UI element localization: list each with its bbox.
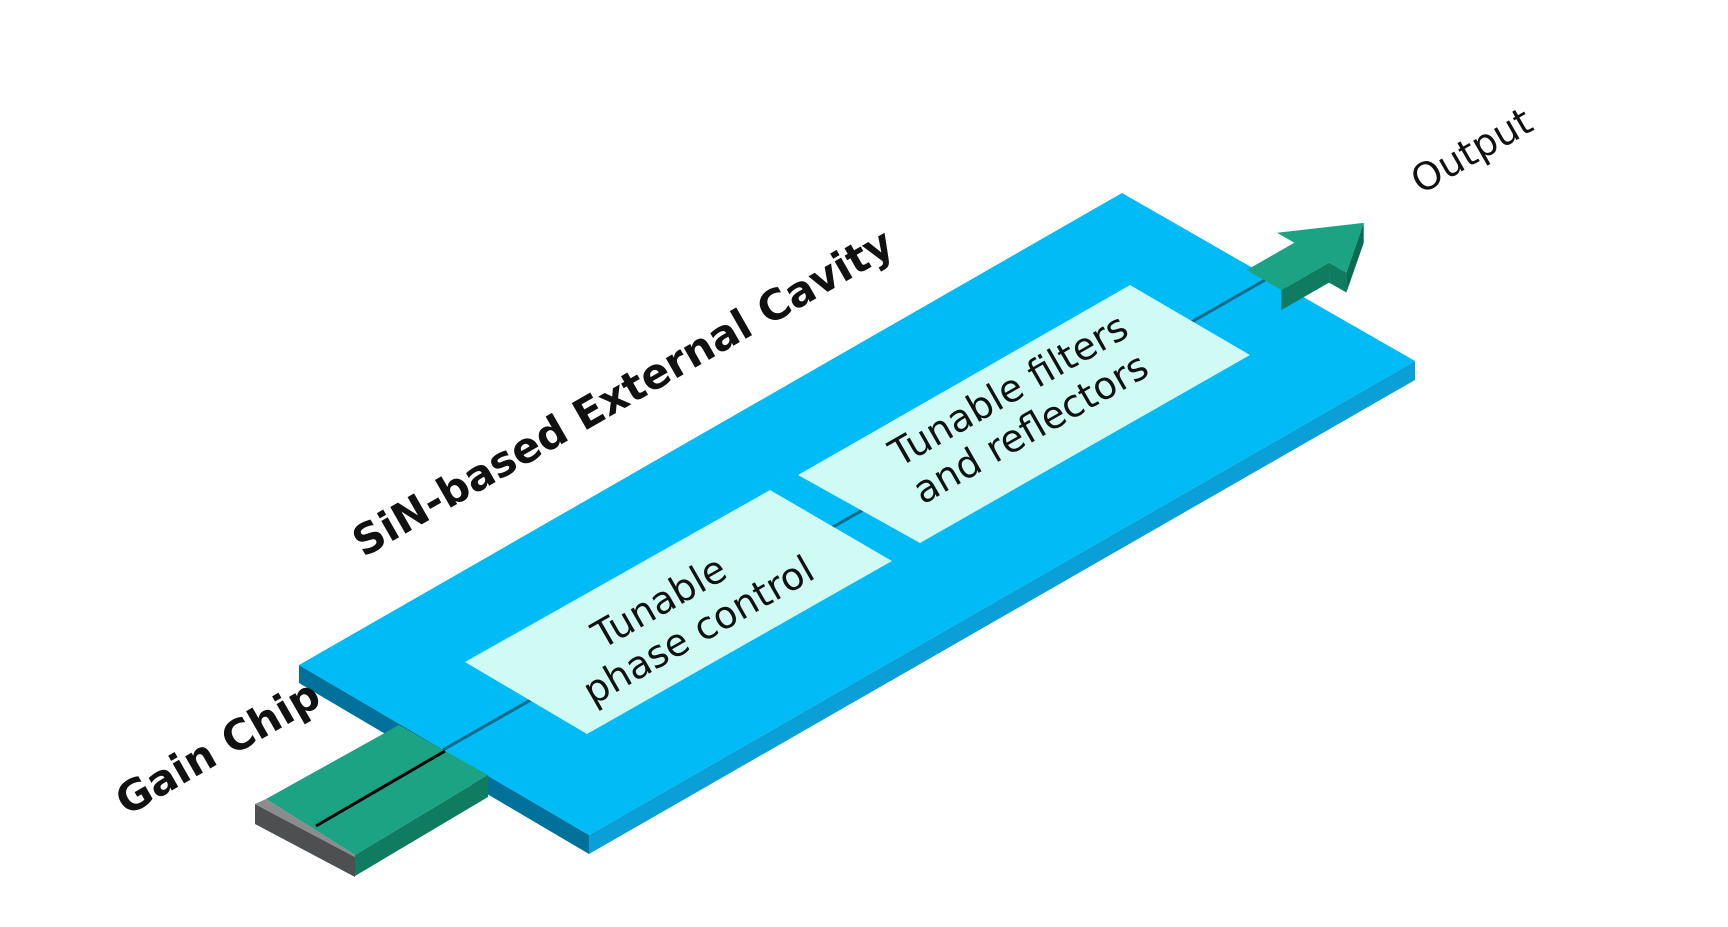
filters-reflectors-block [798, 285, 1250, 543]
arrow-top [1246, 222, 1364, 290]
cavity-right-side [589, 361, 1415, 854]
gain-chip-end-face [255, 804, 355, 877]
arrow-tip-side [1346, 222, 1364, 293]
arrow-head-side [1329, 262, 1347, 293]
arrow-shaft-side [1281, 262, 1330, 310]
sin-external-cavity [299, 193, 1415, 854]
output-arrow [1246, 222, 1364, 310]
gain-chip-waveguide [315, 749, 446, 828]
gain-chip-side [355, 775, 488, 876]
output-label: Output [1403, 99, 1539, 203]
phase-control-block [465, 490, 892, 734]
gain-chip [255, 725, 488, 877]
gain-chip-end-edge [255, 799, 355, 857]
